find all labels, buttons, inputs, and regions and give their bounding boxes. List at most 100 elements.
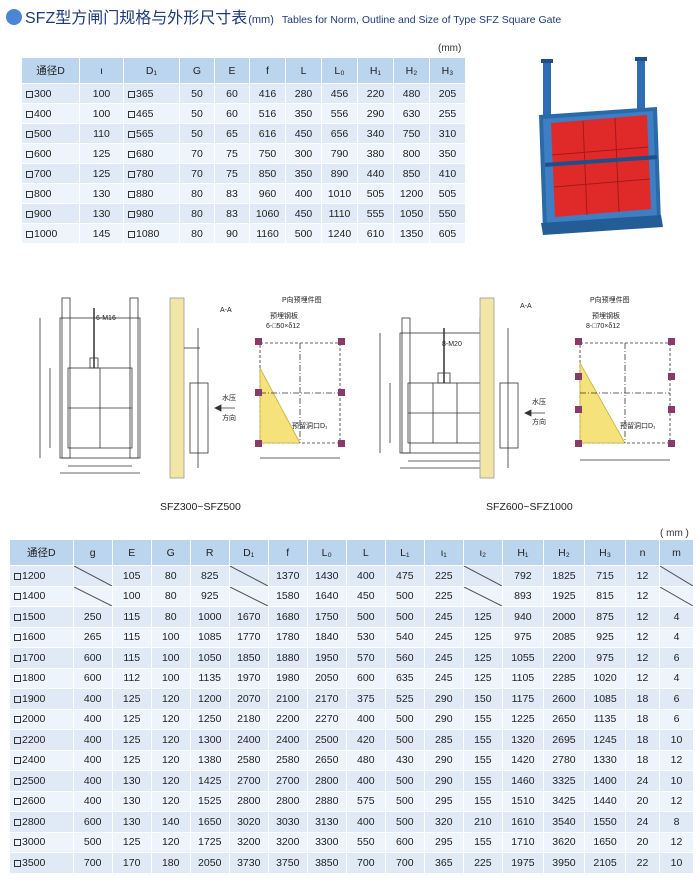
table-cell: 320 <box>424 812 464 833</box>
diameter-cell: 900 <box>22 204 80 224</box>
square-icon <box>14 634 21 642</box>
table-cell: 12 <box>626 586 660 607</box>
table-cell: 1525 <box>190 791 230 812</box>
table-cell: 1550 <box>585 812 627 833</box>
table-cell: 280 <box>286 84 322 104</box>
table-cell: 500 <box>385 586 425 607</box>
table-cell: 1710 <box>502 832 544 853</box>
table-cell: 60 <box>215 84 250 104</box>
diameter-cell: 2600 <box>10 791 74 812</box>
page-title: SFZ型方闸门规格与外形尺寸表 (mm) Tables for Norm, Ou… <box>6 4 561 27</box>
table-cell: 3540 <box>543 812 585 833</box>
cell-value: 2200 <box>22 733 46 746</box>
table-cell: 20 <box>626 791 660 812</box>
table-cell: 780 <box>124 164 180 184</box>
table1-header-9: H₂ <box>394 58 430 84</box>
left-section-label: A-A <box>220 307 232 314</box>
table-cell: 125 <box>463 668 503 689</box>
table-cell: 18 <box>626 730 660 751</box>
table2-unit: ( mm ) <box>660 528 689 539</box>
right-water-label-2: 方向 <box>532 417 546 426</box>
table2-header-11: ι₂ <box>463 540 503 566</box>
right-water-label-1: 水压 <box>532 397 546 406</box>
table-cell: 2600 <box>543 689 585 710</box>
table-cell: 290 <box>424 689 464 710</box>
table-cell: 400 <box>73 771 113 792</box>
table-cell: 1670 <box>229 607 269 628</box>
table-cell: 400 <box>73 791 113 812</box>
table-cell: 90 <box>215 224 250 244</box>
table-cell: 1925 <box>543 586 585 607</box>
caption-right: SFZ600~SFZ1000 <box>486 501 573 513</box>
table-cell: 115 <box>112 648 152 669</box>
table-cell: 456 <box>322 84 358 104</box>
table-cell: 210 <box>463 812 503 833</box>
table-cell: 410 <box>430 164 466 184</box>
table-cell: 12 <box>659 750 694 771</box>
square-icon <box>128 190 135 198</box>
table-cell: 125 <box>463 627 503 648</box>
cell-value: 1800 <box>22 672 46 685</box>
table-cell: 245 <box>424 648 464 669</box>
table-cell: 1085 <box>190 627 230 648</box>
table-cell: 80 <box>180 204 215 224</box>
table-cell: 600 <box>385 832 425 853</box>
table-cell: 1425 <box>190 771 230 792</box>
table-cell: 980 <box>124 204 180 224</box>
table-cell: 50 <box>180 104 215 124</box>
table-cell: 80 <box>180 224 215 244</box>
table-cell: 400 <box>73 730 113 751</box>
square-icon <box>128 110 135 118</box>
table-cell: 295 <box>424 791 464 812</box>
table-cell: 400 <box>346 771 386 792</box>
table-cell: 12 <box>626 668 660 689</box>
table-cell: 155 <box>463 709 503 730</box>
cell-value: 365 <box>136 87 154 100</box>
table-cell: 2800 <box>229 791 269 812</box>
cell-value: 600 <box>34 147 52 160</box>
empty-cell <box>73 586 113 607</box>
table-cell: 70 <box>180 144 215 164</box>
table-cell: 416 <box>250 84 286 104</box>
table-cell: 140 <box>151 812 191 833</box>
table-cell: 340 <box>358 124 394 144</box>
table-cell: 125 <box>80 144 124 164</box>
table-cell: 205 <box>430 84 466 104</box>
right-section-label: A-A <box>520 303 532 310</box>
table-cell: 50 <box>180 84 215 104</box>
right-bolt-label: 8-M20 <box>442 341 462 348</box>
left-water-label-1: 水压 <box>222 393 236 402</box>
diameter-cell: 1900 <box>10 689 74 710</box>
table-cell: 100 <box>80 84 124 104</box>
table-cell: 3730 <box>229 853 269 874</box>
table2-header-7: L₀ <box>307 540 347 566</box>
table-cell: 125 <box>112 730 152 751</box>
square-icon <box>128 130 135 138</box>
table-cell: 2695 <box>543 730 585 751</box>
table-cell: 285 <box>424 730 464 751</box>
table-cell: 570 <box>346 648 386 669</box>
table-cell: 310 <box>430 124 466 144</box>
square-icon <box>14 572 21 580</box>
table-cell: 245 <box>424 627 464 648</box>
table-cell: 1135 <box>190 668 230 689</box>
table1-header-2: D₁ <box>124 58 180 84</box>
table-cell: 1050 <box>190 648 230 669</box>
table-cell: 680 <box>124 144 180 164</box>
diameter-cell: 2500 <box>10 771 74 792</box>
table-cell: 120 <box>151 750 191 771</box>
table-cell: 1780 <box>268 627 308 648</box>
table1-header-4: E <box>215 58 250 84</box>
table-cell: 450 <box>286 124 322 144</box>
table-cell: 500 <box>385 791 425 812</box>
table-cell: 2285 <box>543 668 585 689</box>
table-cell: 125 <box>112 832 152 853</box>
table-cell: 145 <box>80 224 124 244</box>
table-cell: 500 <box>286 224 322 244</box>
empty-cell <box>229 586 269 607</box>
